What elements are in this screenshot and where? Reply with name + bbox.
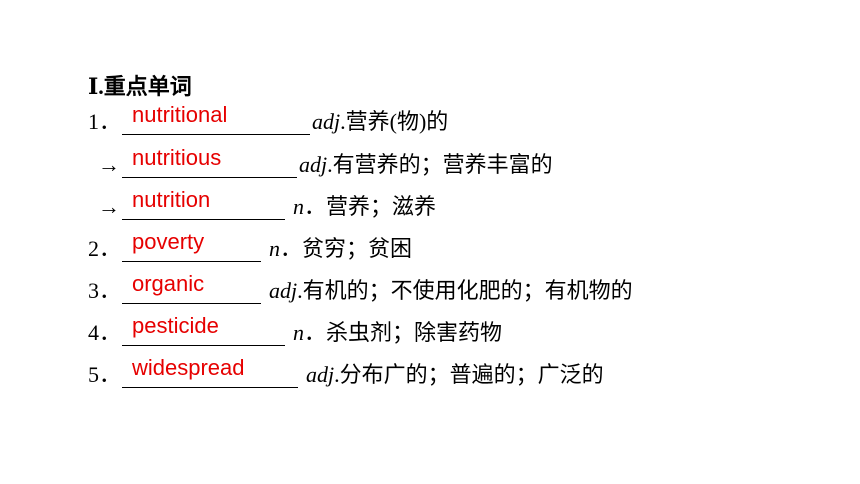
- answer-word: pesticide: [132, 313, 219, 338]
- item-number: 2．: [88, 236, 122, 261]
- vocab-item-2: → nutritious adj.有营养的；营养丰富的: [88, 144, 553, 186]
- vocab-item-3: → nutrition n．营养；滋养: [88, 186, 436, 228]
- part-of-speech: adj: [306, 362, 335, 387]
- item-number: 3．: [88, 278, 122, 303]
- item-number: 5．: [88, 362, 122, 387]
- answer-word: nutritious: [132, 145, 222, 170]
- item-number: 4．: [88, 320, 122, 345]
- answer-word: organic: [132, 271, 205, 296]
- vocab-item-4: 2． poverty n．贫穷；贫困: [88, 228, 412, 270]
- item-number: 1．: [88, 109, 122, 134]
- part-of-speech: n: [293, 194, 304, 219]
- chinese-meaning: .营养(物)的: [340, 109, 449, 134]
- answer-word: poverty: [132, 229, 205, 254]
- part-of-speech: adj: [312, 109, 341, 134]
- vocab-item-6: 4． pesticide n．杀虫剂；除害药物: [88, 312, 502, 354]
- answer-blank: nutritional: [122, 104, 310, 135]
- part-of-speech: n: [293, 320, 304, 345]
- answer-word: widespread: [132, 355, 245, 380]
- vocab-item-7: 5． widespread adj.分布广的；普遍的；广泛的: [88, 354, 604, 396]
- chinese-meaning: ．贫穷；贫困: [280, 236, 413, 261]
- chinese-meaning: ．杀虫剂；除害药物: [304, 320, 503, 345]
- answer-blank: pesticide: [122, 315, 285, 346]
- part-of-speech: n: [269, 236, 280, 261]
- answer-word: nutrition: [132, 187, 211, 212]
- derivation-arrow: →: [98, 152, 120, 177]
- vocab-item-5: 3． organic adj.有机的；不使用化肥的；有机物的: [88, 270, 633, 312]
- chinese-meaning: .有营养的；营养丰富的: [327, 152, 553, 177]
- chinese-meaning: .分布广的；普遍的；广泛的: [334, 362, 604, 387]
- answer-blank: widespread: [122, 357, 298, 388]
- answer-blank: poverty: [122, 231, 261, 262]
- answer-blank: nutrition: [122, 189, 285, 220]
- chinese-meaning: .有机的；不使用化肥的；有机物的: [297, 278, 633, 303]
- answer-blank: organic: [122, 273, 261, 304]
- derivation-arrow: →: [98, 194, 120, 219]
- part-of-speech: adj: [269, 278, 298, 303]
- vocab-item-1: 1． nutritional adj.营养(物)的: [88, 101, 448, 143]
- chinese-meaning: ．营养；滋养: [304, 194, 437, 219]
- section-title: Ⅰ.重点单词: [88, 74, 192, 99]
- answer-word: nutritional: [132, 102, 228, 127]
- part-of-speech: adj: [299, 152, 328, 177]
- answer-blank: nutritious: [122, 147, 297, 178]
